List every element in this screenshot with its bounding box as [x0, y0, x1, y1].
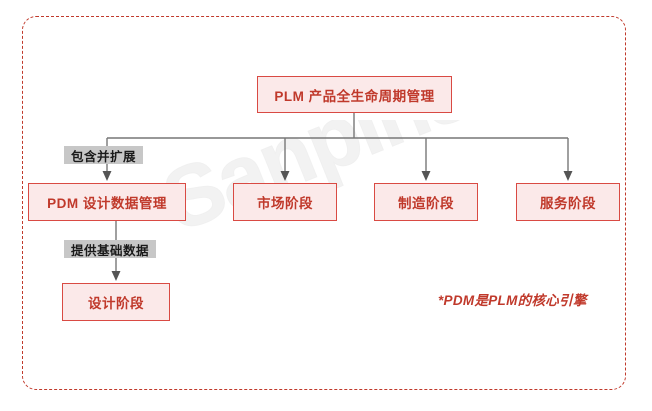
node-market-stage[interactable]: 市场阶段 — [233, 183, 337, 221]
node-service-stage-label: 服务阶段 — [540, 196, 596, 211]
node-design-stage[interactable]: 设计阶段 — [62, 283, 170, 321]
edge-label-provide-base-data: 提供基础数据 — [64, 240, 157, 258]
edge-label-provide-base-data-text: 提供基础数据 — [71, 243, 150, 258]
dashed-frame-border — [22, 16, 626, 390]
node-pdm-label: PDM 设计数据管理 — [47, 196, 167, 211]
edge-label-include-extend: 包含并扩展 — [64, 146, 144, 164]
node-design-stage-label: 设计阶段 — [88, 296, 144, 311]
node-pdm[interactable]: PDM 设计数据管理 — [28, 183, 186, 221]
node-plm-root[interactable]: PLM 产品全生命周期管理 — [257, 76, 452, 113]
node-manufacturing-stage[interactable]: 制造阶段 — [374, 183, 478, 221]
node-market-stage-label: 市场阶段 — [257, 196, 313, 211]
node-manufacturing-stage-label: 制造阶段 — [398, 196, 454, 211]
edge-label-include-extend-text: 包含并扩展 — [71, 149, 137, 164]
node-service-stage[interactable]: 服务阶段 — [516, 183, 620, 221]
footnote-note: *PDM是PLM的核心引擎 — [438, 293, 587, 308]
node-plm-root-label: PLM 产品全生命周期管理 — [274, 88, 435, 104]
